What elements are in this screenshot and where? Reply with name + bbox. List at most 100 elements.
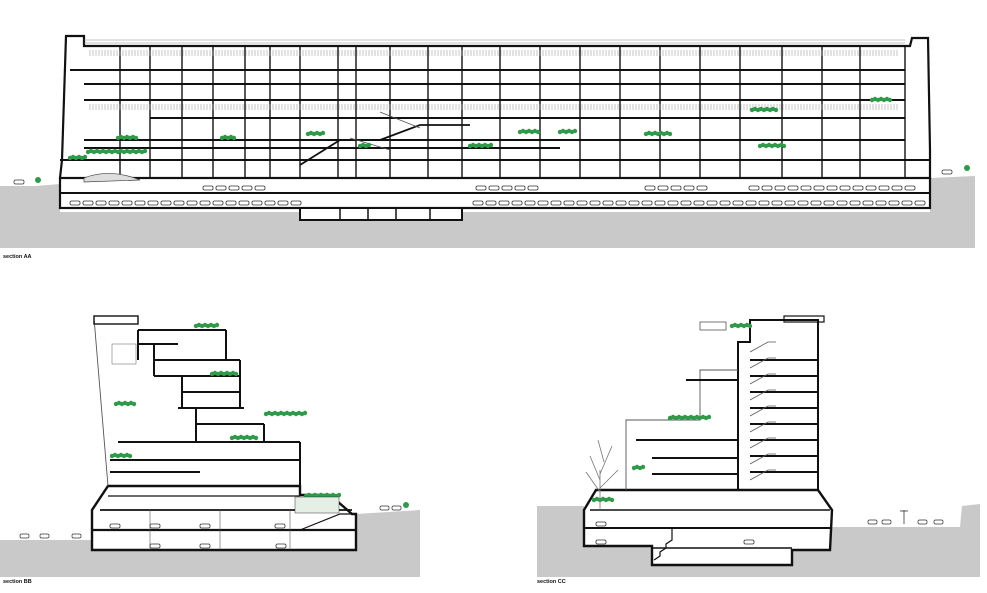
section-aa-columns xyxy=(119,46,906,178)
shrub xyxy=(366,142,372,148)
balcony-stair xyxy=(749,469,776,481)
shrub xyxy=(535,129,541,135)
section-cc-vegetation xyxy=(591,322,753,503)
parked-car xyxy=(254,185,266,191)
section-cc-bare-tree xyxy=(585,439,619,510)
parked-car xyxy=(813,185,825,191)
parked-car xyxy=(602,200,614,206)
parked-car xyxy=(693,200,705,206)
parked-car xyxy=(238,200,250,206)
section-cc-parked-cars xyxy=(595,521,755,545)
parked-car xyxy=(537,200,549,206)
shrub xyxy=(320,130,326,136)
shrub xyxy=(609,497,615,503)
parked-car xyxy=(277,200,289,206)
parked-car xyxy=(109,523,121,529)
parked-car xyxy=(774,185,786,191)
parked-car xyxy=(628,200,640,206)
parked-car xyxy=(852,185,864,191)
shrub xyxy=(747,323,753,329)
balcony-stair xyxy=(749,373,776,385)
section-aa-atrium-ramp xyxy=(299,124,470,166)
shrub xyxy=(488,142,494,148)
parked-car xyxy=(498,200,510,206)
parked-car xyxy=(680,200,692,206)
parked-car xyxy=(173,200,185,206)
section-aa-building-outline xyxy=(58,34,932,179)
section-cc-tower-floors xyxy=(750,359,818,473)
parked-car xyxy=(904,185,916,191)
section-bb-sloped-facade xyxy=(93,317,109,487)
parked-car xyxy=(475,185,487,191)
parked-car xyxy=(264,200,276,206)
parked-car xyxy=(771,200,783,206)
shrub xyxy=(253,435,259,441)
parked-car xyxy=(862,200,874,206)
section-cc-caption: section CC xyxy=(537,579,566,585)
section-cc-tower-outline xyxy=(737,319,819,490)
parked-car xyxy=(563,200,575,206)
shrub xyxy=(773,107,779,113)
parked-car xyxy=(274,523,286,529)
section-bb-terraced-floors xyxy=(108,329,301,487)
shrub xyxy=(887,97,893,103)
shrub xyxy=(781,143,787,149)
section-bb-ramp xyxy=(299,513,352,531)
shrub xyxy=(706,414,712,420)
parked-car xyxy=(901,200,913,206)
section-aa-street-trees xyxy=(35,165,970,183)
section-aa-railings xyxy=(89,50,898,110)
parked-car xyxy=(826,185,838,191)
section-aa-ground xyxy=(0,176,975,248)
section-aa-caption: section AA xyxy=(3,254,32,260)
parked-car xyxy=(82,200,94,206)
parked-car xyxy=(472,200,484,206)
parked-car xyxy=(732,200,744,206)
parked-car xyxy=(865,185,877,191)
balcony-stair xyxy=(749,341,776,353)
parked-car xyxy=(891,185,903,191)
section-cc-lower-block xyxy=(625,369,738,490)
parked-car xyxy=(706,200,718,206)
parked-car xyxy=(849,200,861,206)
shrub xyxy=(82,154,88,160)
parked-car xyxy=(758,200,770,206)
parked-car xyxy=(215,185,227,191)
parked-car xyxy=(186,200,198,206)
parked-car xyxy=(654,200,666,206)
parked-car xyxy=(595,521,607,527)
parked-car xyxy=(275,543,287,549)
section-bb-green-screen xyxy=(294,496,340,514)
parked-car xyxy=(839,185,851,191)
parked-car xyxy=(878,185,890,191)
balcony-stair xyxy=(749,421,776,433)
balcony-stair xyxy=(749,357,776,369)
parked-car xyxy=(784,200,796,206)
shrub xyxy=(640,464,646,470)
section-cc-street-items xyxy=(867,510,944,525)
parked-car xyxy=(290,200,302,206)
section-cc-balconies xyxy=(749,341,776,481)
parked-car xyxy=(836,200,848,206)
parked-car xyxy=(149,543,161,549)
parked-car xyxy=(108,200,120,206)
shrub xyxy=(231,135,237,141)
parked-car xyxy=(743,539,755,545)
shrub xyxy=(127,453,133,459)
section-bb-drawing xyxy=(0,315,420,577)
section-aa-lower-basement xyxy=(299,207,463,221)
section-aa-street-cars xyxy=(13,169,953,185)
parked-car xyxy=(225,200,237,206)
parked-car xyxy=(199,523,211,529)
parked-car xyxy=(576,200,588,206)
parked-car xyxy=(488,185,500,191)
parked-car xyxy=(69,200,81,206)
balcony-stair xyxy=(749,389,776,401)
balcony-stair xyxy=(749,405,776,417)
parked-car xyxy=(501,185,513,191)
shrub xyxy=(667,131,673,137)
shrub xyxy=(572,128,578,134)
parked-car xyxy=(199,543,211,549)
shrub xyxy=(336,492,342,498)
